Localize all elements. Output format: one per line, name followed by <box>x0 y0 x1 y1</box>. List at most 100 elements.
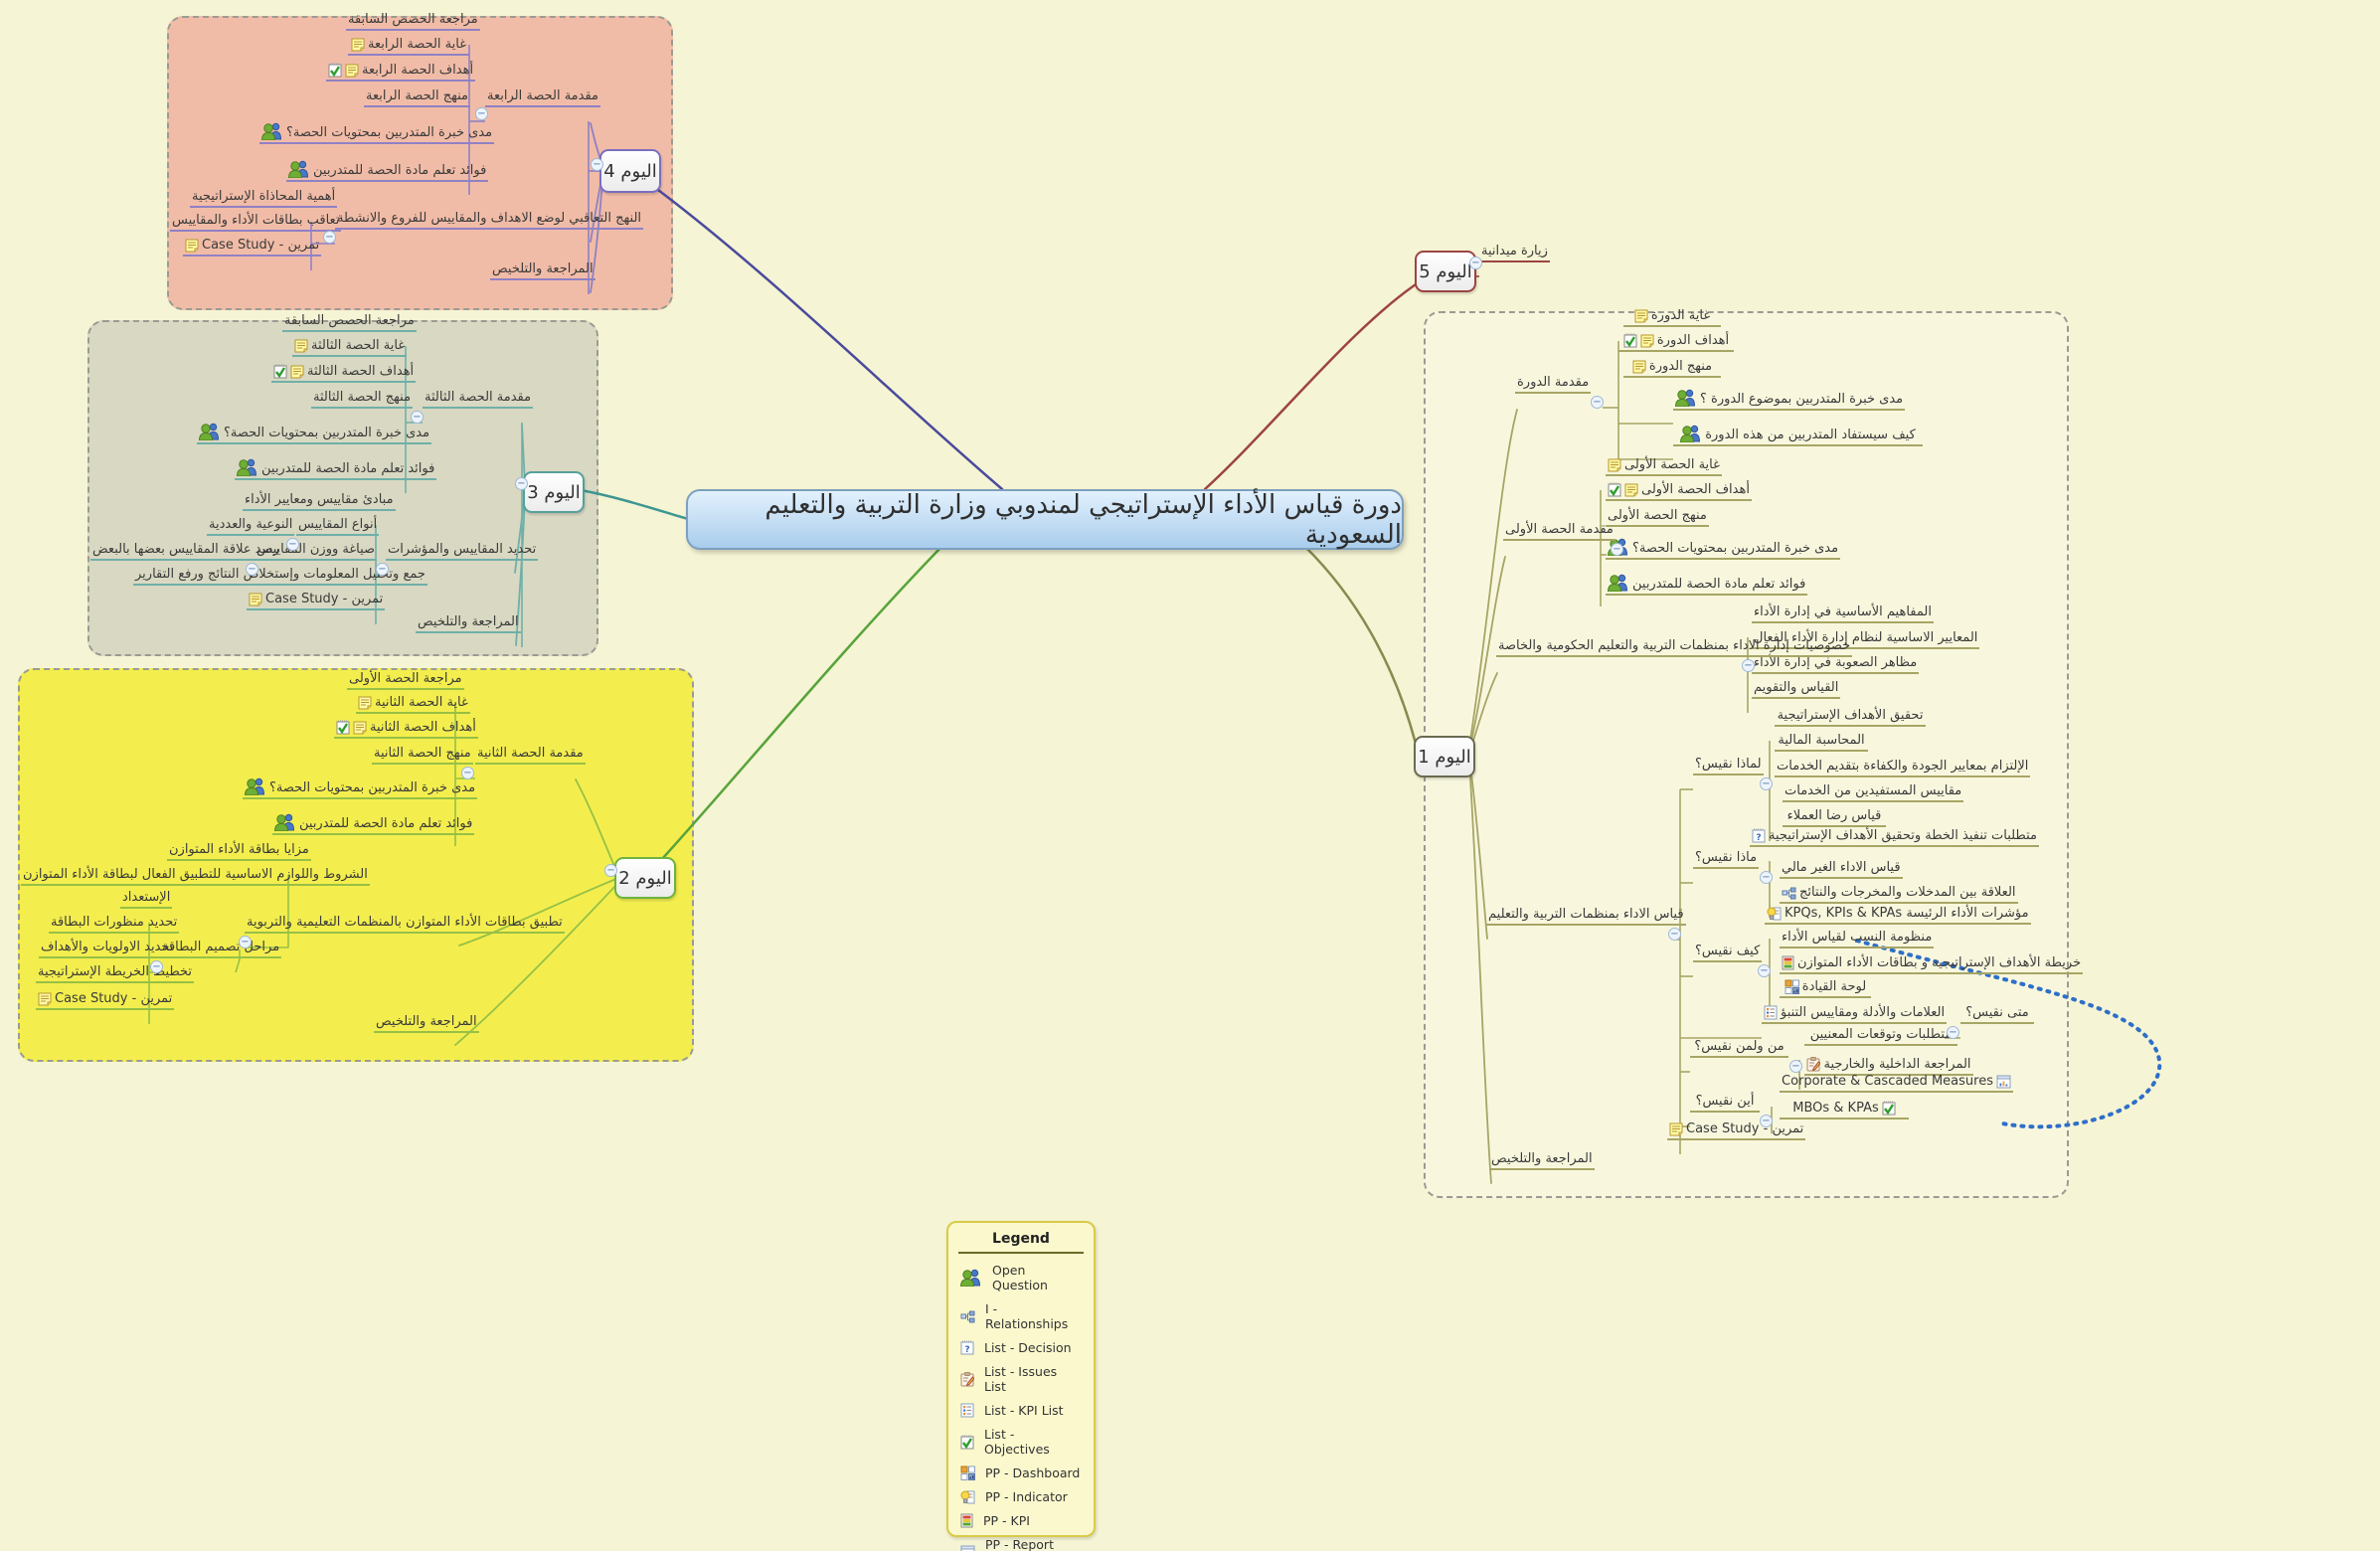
day1-topic-19[interactable]: الإلتزام بمعايير الجودة والكفاءة بتقديم … <box>1775 758 2031 777</box>
day1-topic-5[interactable]: مقدمة الدورة <box>1515 374 1592 394</box>
day1-topic-12[interactable]: المفاهيم الأساسية في إدارة الأداء <box>1752 603 1934 623</box>
day1-topic-37[interactable]: Corporate & Cascaded Measures <box>1780 1073 2013 1093</box>
day4-topic-3[interactable]: منهج الحصة الرابعة <box>364 87 470 107</box>
day1-topic-39[interactable]: أين نقيس؟ <box>1690 1093 1760 1113</box>
collapse-toggle[interactable]: − <box>376 563 389 576</box>
day3-topic-3[interactable]: منهج الحصة الثالثة <box>311 389 414 409</box>
day4-topic-8[interactable]: النهج التعاقبي لوضع الاهداف والمقاييس لل… <box>335 210 644 230</box>
day3-node[interactable]: اليوم 3 <box>523 471 585 513</box>
day4-topic-4[interactable]: مقدمة الحصة الرابعة <box>485 87 600 107</box>
collapse-toggle[interactable]: − <box>515 477 528 490</box>
day4-topic-11[interactable]: المراجعة والتلخيص <box>490 260 595 280</box>
day1-topic-24[interactable]: قياس الاداء الغير مالي <box>1780 859 1903 879</box>
day1-topic-18[interactable]: المحاسبة المالية <box>1775 732 1868 752</box>
day1-topic-0[interactable]: غاية الدورة <box>1623 307 1721 327</box>
day5-topic-0[interactable]: زيارة ميدانية <box>1479 243 1550 262</box>
day1-topic-34[interactable]: متطلبات وتوقعات المعنيين <box>1804 1026 1957 1046</box>
day1-topic-4[interactable]: كيف سيستفاد المتدربين من هذه الدورة <box>1673 424 1923 446</box>
day4-node[interactable]: اليوم 4 <box>599 149 661 193</box>
collapse-toggle[interactable]: − <box>1591 396 1604 409</box>
day2-topic-3[interactable]: منهج الحصة الثانية <box>372 745 473 765</box>
day2-topic-4[interactable]: مقدمة الحصة الثانية <box>475 745 586 765</box>
day1-topic-8[interactable]: منهج الحصة الأولى <box>1606 507 1709 527</box>
day2-topic-9[interactable]: الإستعداد <box>120 889 173 909</box>
day2-topic-2[interactable]: أهداف الحصة الثانية <box>334 719 478 739</box>
collapse-toggle[interactable]: − <box>246 563 258 576</box>
collapse-toggle[interactable]: − <box>475 107 488 120</box>
day1-topic-40[interactable]: تمرين - Case Study <box>1667 1120 1806 1140</box>
collapse-toggle[interactable]: − <box>461 767 474 779</box>
day2-node[interactable]: اليوم 2 <box>614 857 676 899</box>
day1-topic-15[interactable]: القياس والتقويم <box>1752 679 1841 699</box>
day3-topic-0[interactable]: مراجعة الحصص السابقة <box>282 312 417 332</box>
day2-topic-10[interactable]: تحديد منظورات البطاقة <box>49 914 180 934</box>
day1-topic-22[interactable]: لماذا نقيس؟ <box>1693 756 1764 776</box>
day5-node[interactable]: اليوم 5 <box>1415 251 1476 292</box>
day1-topic-9[interactable]: مدى خبرة المتدربين بمحتويات الحصة؟ <box>1606 537 1841 560</box>
day4-topic-2[interactable]: أهداف الحصة الرابعة <box>326 62 476 82</box>
day1-topic-33[interactable]: متى نقيس؟ <box>1960 1004 2034 1024</box>
day2-topic-11[interactable]: تطبيق بطاقات الأداء المتوازن بالمنظمات ا… <box>245 914 565 934</box>
day1-topic-7[interactable]: أهداف الحصة الأولى <box>1606 481 1752 501</box>
day3-topic-6[interactable]: فوائد تعلم مادة الحصة للمتدربين <box>235 457 437 480</box>
day2-topic-5[interactable]: مدى خبرة المتدربين بمحتويات الحصة؟ <box>243 776 478 799</box>
day1-topic-3[interactable]: مدى خبرة المتدربين بموضوع الدورة ؟ <box>1673 388 1906 411</box>
day2-topic-0[interactable]: مراجعة الحصة الأولى <box>347 670 464 690</box>
day4-topic-1[interactable]: غاية الحصة الرابعة <box>348 36 469 56</box>
day2-topic-7[interactable]: مزايا بطاقة الأداء المتوازن <box>167 841 311 861</box>
day4-topic-6[interactable]: فوائد تعلم مادة الحصة للمتدربين <box>286 159 489 182</box>
day1-topic-16[interactable]: خصوصيات إدارة الاداء بمنظمات التربية وال… <box>1496 637 1853 657</box>
collapse-toggle[interactable]: − <box>1469 257 1482 269</box>
collapse-toggle[interactable]: − <box>1611 543 1623 556</box>
central-topic[interactable]: دورة قياس الأداء الإستراتيجي لمندوبي وزا… <box>686 489 1404 550</box>
day3-topic-2[interactable]: أهداف الحصة الثالثة <box>271 363 417 383</box>
day3-topic-15[interactable]: المراجعة والتلخيص <box>416 613 521 633</box>
day1-topic-6[interactable]: غاية الحصة الأولى <box>1606 456 1722 476</box>
day2-topic-1[interactable]: غاية الحصة الثانية <box>356 694 470 714</box>
day4-topic-9[interactable]: تعاقب بطاقات الأداء والمقاييس <box>170 212 342 232</box>
day3-topic-7[interactable]: مبادئ مقاييس ومعايير الأداء <box>243 491 396 511</box>
day1-topic-1[interactable]: أهداف الدورة <box>1618 332 1734 352</box>
day1-topic-29[interactable]: خريطة الأهداف الإستراتيجية و بطاقات الأد… <box>1780 954 2084 974</box>
collapse-toggle[interactable]: − <box>411 411 424 424</box>
day1-topic-21[interactable]: قياس رضا العملاء <box>1783 807 1886 827</box>
day2-topic-8[interactable]: الشروط واللوازم الاساسية للتطبيق الفعال … <box>21 866 370 886</box>
day1-topic-26[interactable]: ماذا نقيس؟ <box>1693 849 1760 869</box>
collapse-toggle[interactable]: − <box>604 864 617 877</box>
day2-topic-15[interactable]: تمرين - Case Study <box>36 990 175 1010</box>
collapse-toggle[interactable]: − <box>150 960 163 973</box>
day1-topic-38[interactable]: MBOs & KPAs <box>1780 1100 1909 1120</box>
collapse-toggle[interactable]: − <box>323 231 336 244</box>
day1-topic-32[interactable]: العلامات والأدلة ومقاييس التنبؤ <box>1762 1004 1948 1024</box>
collapse-toggle[interactable]: − <box>1758 964 1771 977</box>
collapse-toggle[interactable]: − <box>1947 1026 1959 1039</box>
collapse-toggle[interactable]: − <box>1760 1115 1773 1127</box>
day1-topic-36[interactable]: من ولمن نقيس؟ <box>1690 1038 1788 1058</box>
day3-topic-8[interactable]: أنواع المقاييس <box>296 516 380 536</box>
collapse-toggle[interactable]: − <box>591 158 603 171</box>
day3-topic-10[interactable]: تحديد المقاييس والمؤشرات <box>386 541 539 561</box>
collapse-toggle[interactable]: − <box>1668 928 1681 941</box>
collapse-toggle[interactable]: − <box>1760 777 1773 790</box>
day3-topic-14[interactable]: تمرين - Case Study <box>247 591 386 610</box>
day1-topic-41[interactable]: قياس الاداء بمنظمات التربية والتعليم <box>1486 906 1686 926</box>
collapse-toggle[interactable]: − <box>239 936 252 948</box>
day3-topic-5[interactable]: مدى خبرة المتدربين بمحتويات الحصة؟ <box>197 422 432 444</box>
day2-topic-12[interactable]: تحديد الاولويات والأهداف <box>39 939 176 958</box>
day1-topic-31[interactable]: كيف نقيس؟ <box>1693 943 1763 962</box>
day2-topic-16[interactable]: المراجعة والتلخيص <box>374 1013 479 1033</box>
day1-topic-13[interactable]: المعايير الاساسية لنظام إدارة الأداء الف… <box>1752 629 1980 649</box>
day1-topic-11[interactable]: مقدمة الحصة الأولى <box>1503 521 1615 541</box>
collapse-toggle[interactable]: − <box>286 538 299 551</box>
day4-topic-7[interactable]: أهمية المحاذاة الإستراتيجية <box>190 188 338 208</box>
day4-topic-0[interactable]: مراجعة الحصص السابقة <box>346 11 480 31</box>
collapse-toggle[interactable]: − <box>1760 871 1773 884</box>
day3-topic-13[interactable]: جمع وتحليل المعلومات وإستخلاص النتائج ور… <box>133 566 427 586</box>
day1-topic-28[interactable]: منظومة النسب لقياس الأداء <box>1780 929 1935 948</box>
day4-topic-5[interactable]: مدى خبرة المتدربين بمحتويات الحصة؟ <box>259 121 495 144</box>
day1-topic-42[interactable]: المراجعة والتلخيص <box>1489 1150 1595 1170</box>
day3-topic-9[interactable]: النوعية والعددية <box>207 516 295 536</box>
day4-topic-10[interactable]: تمرين - Case Study <box>183 237 322 257</box>
collapse-toggle[interactable]: − <box>1789 1060 1802 1073</box>
day2-topic-14[interactable]: تخطيط الخريطة الإستراتيجية <box>36 963 195 983</box>
